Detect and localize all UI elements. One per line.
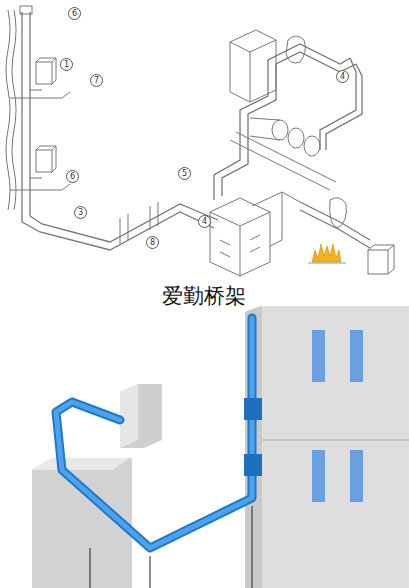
callout-number: 1 bbox=[60, 58, 73, 71]
callout-number: 3 bbox=[74, 206, 87, 219]
callout-number: 8 bbox=[146, 236, 159, 249]
callout-number: 4 bbox=[198, 215, 211, 228]
title-text: 爱勤桥架 bbox=[160, 282, 248, 310]
callout-number: 6 bbox=[66, 170, 79, 183]
callout-number: 5 bbox=[178, 167, 191, 180]
callout-number: 6 bbox=[68, 7, 81, 20]
callout-number: 4 bbox=[336, 70, 349, 83]
callout-number: 7 bbox=[90, 74, 103, 87]
